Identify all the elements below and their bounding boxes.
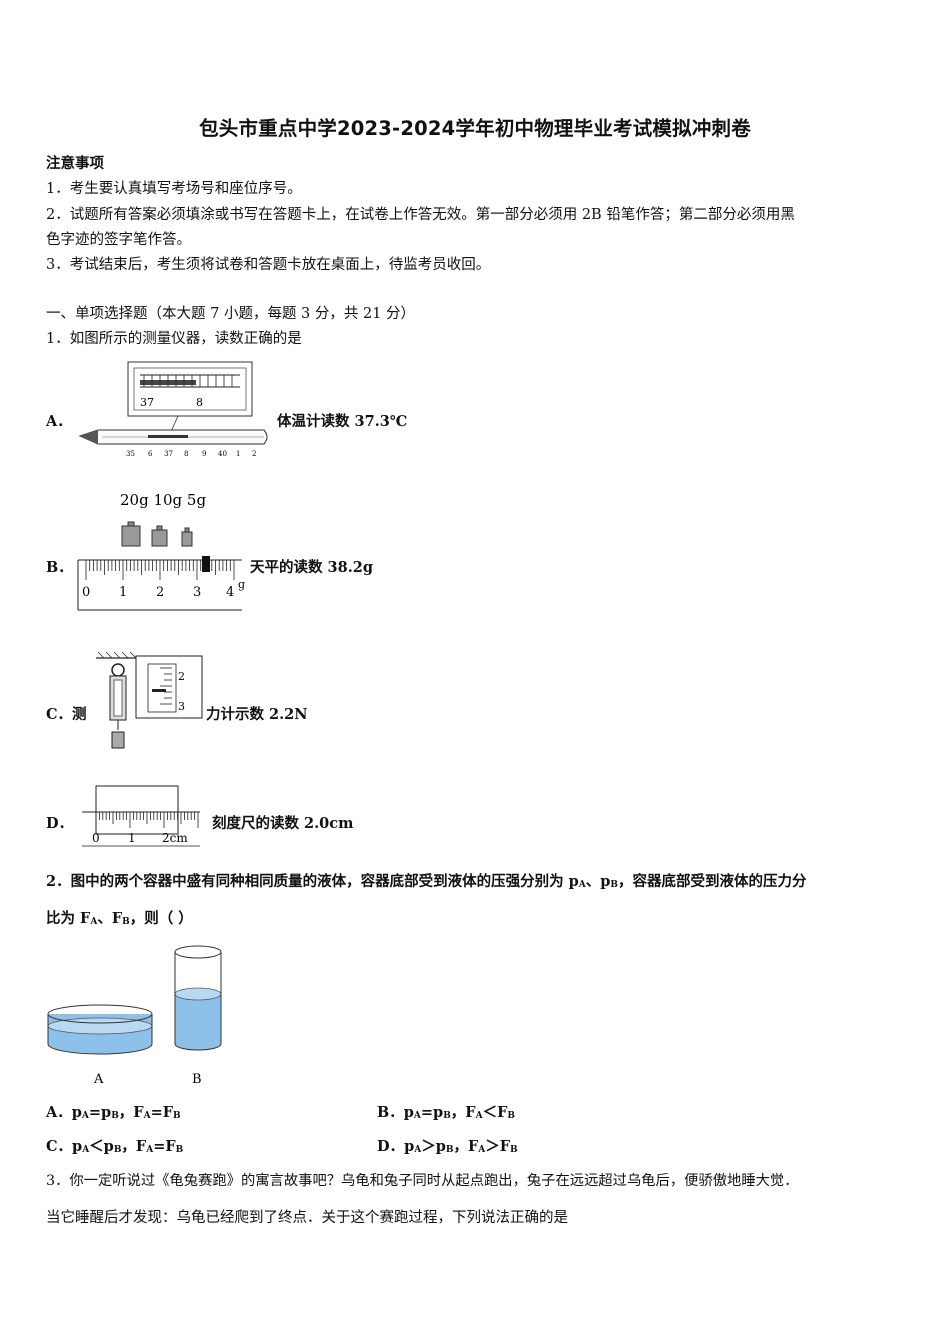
weights-caption: 20g 10g 5g — [120, 491, 206, 509]
svg-text:1: 1 — [128, 831, 136, 845]
svg-text:2: 2 — [178, 670, 185, 683]
svg-text:9: 9 — [202, 450, 206, 458]
option-label: B． — [46, 559, 73, 576]
option-text: 刻度尺的读数 2.0cm — [212, 815, 354, 832]
svg-text:2: 2 — [156, 585, 164, 600]
spring-scale-figure: 2 3 — [96, 651, 203, 749]
svg-text:0: 0 — [82, 585, 90, 600]
option-label: C．测 — [46, 706, 87, 723]
containers-figure: A B — [47, 945, 222, 1087]
svg-text:6: 6 — [148, 450, 153, 458]
question-1-stem: 1．如图所示的测量仪器，读数正确的是 — [46, 331, 302, 347]
notice-item: 2．试题所有答案必须填涂或书写在答题卡上，在试卷上作答无效。第一部分必须用 2B… — [46, 207, 795, 223]
page-title: 包头市重点中学2023-2024学年初中物理毕业考试模拟冲刺卷 — [199, 117, 751, 140]
notice-item: 色字迹的签字笔作答。 — [46, 232, 191, 248]
ruler-figure: 0 1 2cm — [82, 785, 200, 847]
notice-heading: 注意事项 — [46, 155, 104, 172]
svg-text:g: g — [238, 578, 245, 591]
q2-option-c: C．pA＜pB，FA=FB — [46, 1138, 184, 1155]
svg-text:0: 0 — [92, 831, 100, 845]
svg-text:1: 1 — [119, 585, 127, 600]
section-heading: 一、单项选择题（本大题 7 小题，每题 3 分，共 21 分） — [46, 306, 416, 322]
q2-option-b: B．pA=pB，FA＜FB — [377, 1104, 515, 1121]
option-text: 力计示数 2.2N — [206, 706, 308, 723]
notice-item: 3．考试结束后，考生须将试卷和答题卡放在桌面上，待监考员收回。 — [46, 257, 491, 273]
svg-text:2cm: 2cm — [162, 831, 188, 845]
svg-text:3: 3 — [193, 585, 201, 600]
option-text: 天平的读数 38.2g — [250, 559, 374, 576]
zoom-tick: 37 — [140, 396, 154, 409]
option-label: A． — [46, 413, 72, 430]
thermometer-figure: 37 8 35 6 37 8 9 40 1 2 — [78, 361, 268, 458]
question-3-stem-cont: 当它睡醒后才发现：乌龟已经爬到了终点．关于这个赛跑过程，下列说法正确的是 — [46, 1210, 568, 1226]
question-3-stem: 3．你一定听说过《龟兔赛跑》的寓言故事吧？乌龟和兔子同时从起点跑出，兔子在远远超… — [46, 1173, 799, 1189]
svg-text:3: 3 — [178, 700, 185, 713]
container-label: A — [93, 1072, 104, 1087]
notice-item: 1．考生要认真填写考场号和座位序号。 — [46, 181, 302, 197]
svg-text:1: 1 — [236, 450, 240, 458]
q2-option-d: D．pA＞pB，FA＞FB — [377, 1138, 518, 1155]
svg-text:35: 35 — [126, 450, 135, 458]
svg-text:2: 2 — [252, 450, 256, 458]
option-text: 体温计读数 37.3℃ — [277, 413, 408, 430]
q2-option-a: A．pA=pB，FA=FB — [46, 1104, 181, 1121]
question-2-stem: 2．图中的两个容器中盛有同种相同质量的液体，容器底部受到液体的压强分别为 pA、… — [46, 873, 807, 890]
zoom-tick: 8 — [196, 396, 203, 409]
container-label: B — [192, 1072, 202, 1087]
option-label: D． — [46, 815, 74, 832]
svg-text:4: 4 — [226, 585, 234, 600]
question-2-stem-cont: 比为 FA、FB，则（ ） — [46, 910, 193, 927]
svg-text:40: 40 — [218, 450, 227, 458]
balance-figure: 20g 10g 5g 0 1 2 3 4 g — [77, 491, 245, 611]
svg-text:37: 37 — [164, 450, 173, 458]
svg-text:8: 8 — [184, 450, 188, 458]
